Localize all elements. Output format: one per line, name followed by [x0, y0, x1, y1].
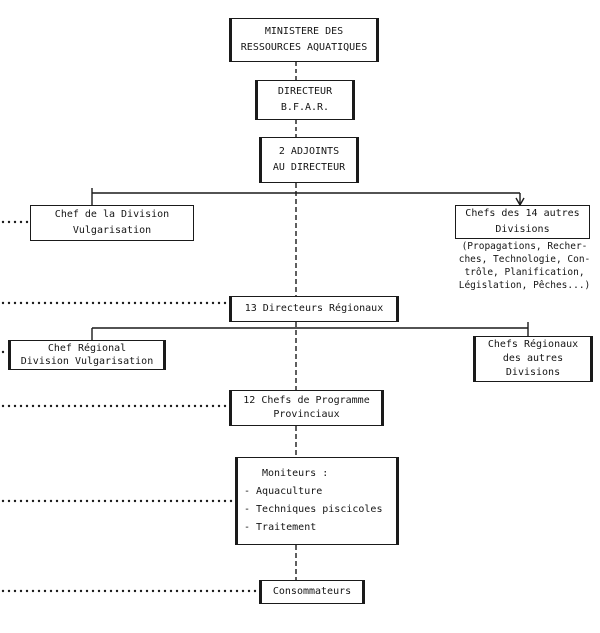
deputies-line-1: 2 ADJOINTS: [278, 146, 340, 157]
regional-extension-chief-line-1: Chef Régional: [47, 343, 127, 354]
regional-directors-box: 13 Directeurs Régionaux: [229, 296, 399, 322]
director-line-2: B.F.A.R.: [280, 102, 330, 113]
other-divisions-list-line-2: ches, Technologie, Con-: [458, 254, 591, 265]
monitors-item-processing: - Traitement: [244, 522, 317, 533]
other-divisions-list-line-4: Législation, Pêches...): [458, 280, 591, 291]
regional-other-chiefs-line-1: Chefs Régionaux: [487, 339, 579, 350]
other-division-chiefs-line-2: Divisions: [495, 224, 550, 235]
director-line-1: DIRECTEUR: [277, 86, 333, 97]
dotted-line-extension: [1, 220, 29, 224]
regional-other-chiefs-line-2: des autres: [502, 353, 564, 364]
other-divisions-list-line-1: (Propagations, Recher-: [461, 241, 588, 252]
dotted-line-regional-extension: [1, 350, 5, 354]
ministry-line-2: RESSOURCES AQUATIQUES: [240, 42, 368, 53]
consumers-box: Consommateurs: [259, 580, 365, 604]
monitors-item-fish-farming: - Techniques piscicoles: [244, 504, 383, 515]
monitors-title: Moniteurs :: [262, 468, 329, 479]
consumers-label: Consommateurs: [272, 586, 352, 597]
dotted-line-provincial: [1, 404, 227, 408]
ministry-line-1: MINISTERE DES: [264, 26, 344, 37]
regional-extension-chief-box: Chef Régional Division Vulgarisation: [8, 340, 166, 370]
other-division-chiefs-line-1: Chefs des 14 autres: [465, 208, 580, 219]
provincial-chiefs-line-1: 12 Chefs de Programme: [243, 395, 370, 406]
dotted-line-consumers: [1, 589, 257, 593]
deputies-box: 2 ADJOINTS AU DIRECTEUR: [259, 137, 359, 183]
dotted-line-monitors: [1, 499, 233, 503]
provincial-chiefs-line-2: Provinciaux: [273, 409, 340, 420]
regional-extension-chief-line-2: Division Vulgarisation: [20, 356, 154, 367]
other-divisions-list-line-3: trôle, Planification,: [464, 267, 585, 278]
extension-division-chief-line-1: Chef de la Division: [54, 209, 170, 220]
ministry-box: MINISTERE DES RESSOURCES AQUATIQUES: [229, 18, 379, 62]
director-box: DIRECTEUR B.F.A.R.: [255, 80, 355, 120]
regional-directors-label: 13 Directeurs Régionaux: [244, 303, 384, 314]
dotted-line-regional: [1, 301, 227, 305]
provincial-chiefs-box: 12 Chefs de Programme Provinciaux: [229, 390, 384, 426]
regional-other-chiefs-line-3: Divisions: [505, 367, 561, 378]
deputies-line-2: AU DIRECTEUR: [272, 162, 346, 173]
other-division-chiefs-box: Chefs des 14 autres Divisions: [455, 205, 590, 239]
extension-division-chief-box: Chef de la Division Vulgarisation: [30, 205, 194, 241]
monitors-box: Moniteurs : - Aquaculture - Techniques p…: [235, 457, 399, 545]
extension-division-chief-line-2: Vulgarisation: [72, 225, 152, 236]
monitors-item-aquaculture: - Aquaculture: [244, 486, 323, 497]
regional-other-chiefs-box: Chefs Régionaux des autres Divisions: [473, 336, 593, 382]
other-divisions-list: (Propagations, Recher- ches, Technologie…: [449, 240, 600, 292]
